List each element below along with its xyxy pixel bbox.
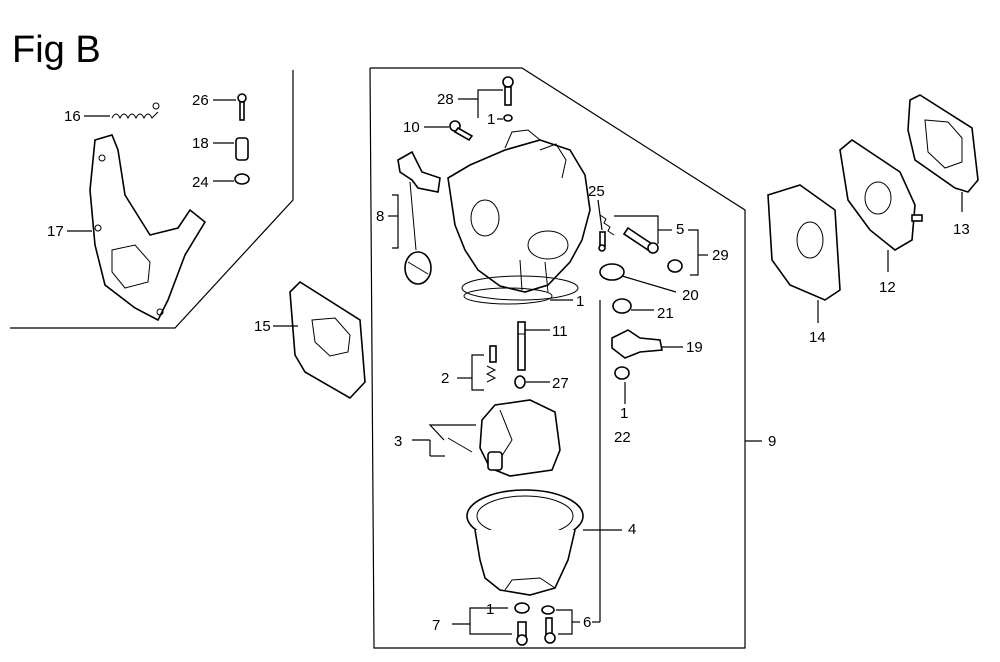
label-1-bottom: 1 <box>486 601 494 618</box>
label-19: 19 <box>686 339 703 356</box>
label-22: 22 <box>614 429 631 446</box>
part-5-pilot-screw <box>599 214 659 254</box>
label-1-ring: 1 <box>576 293 584 310</box>
part-26-pin <box>237 93 247 121</box>
carburetor-assembly-outline <box>369 67 746 649</box>
part-3-float <box>447 399 561 477</box>
label-14: 14 <box>809 329 826 346</box>
label-15: 15 <box>254 318 271 335</box>
label-1-top: 1 <box>487 111 495 128</box>
label-24: 24 <box>192 174 209 191</box>
bracket-group-outline <box>10 70 294 329</box>
label-20: 20 <box>682 287 699 304</box>
label-28: 28 <box>437 91 454 108</box>
label-10: 10 <box>403 119 420 136</box>
label-2: 2 <box>441 370 449 387</box>
label-12: 12 <box>879 279 896 296</box>
part-22-nut <box>614 366 630 380</box>
part-24-nut <box>234 173 250 185</box>
label-11: 11 <box>552 323 568 340</box>
part-25-screw <box>598 231 606 252</box>
label-6: 6 <box>583 614 591 631</box>
part-15-gasket <box>289 280 366 400</box>
part-8-choke-shaft <box>397 150 441 285</box>
figure-title: Fig B <box>12 29 101 71</box>
part-19-lever <box>611 329 663 359</box>
label-1-22: 1 <box>620 405 628 422</box>
label-17: 17 <box>47 223 64 240</box>
label-27: 27 <box>552 375 569 392</box>
carburetor-body <box>447 129 591 301</box>
part-13-gasket <box>907 94 979 193</box>
part-14-gasket <box>767 184 841 301</box>
label-3: 3 <box>394 433 402 450</box>
part-27-o-ring <box>514 375 526 389</box>
bowl-o-ring <box>463 287 553 305</box>
label-29: 29 <box>712 247 729 264</box>
label-7: 7 <box>432 617 440 634</box>
label-5-top: 5 <box>676 221 684 238</box>
label-18: 18 <box>192 135 209 152</box>
label-25: 25 <box>588 183 605 200</box>
part-12-insulator <box>839 139 923 251</box>
part-4-float-bowl <box>466 489 584 596</box>
part-29-washer <box>667 259 683 273</box>
part-11-nozzle <box>517 321 526 371</box>
label-21: 21 <box>657 305 674 322</box>
label-13: 13 <box>953 221 970 238</box>
part-6-bowl-bolt <box>541 605 556 644</box>
part-18-collar <box>235 137 249 161</box>
label-26: 26 <box>192 92 209 109</box>
label-16: 16 <box>64 108 81 125</box>
label-4: 4 <box>628 521 636 538</box>
part-20-plate <box>599 263 625 281</box>
part-17-bracket <box>89 134 207 322</box>
part-28-screw <box>502 76 514 122</box>
label-8: 8 <box>376 208 384 225</box>
part-10-screw <box>449 120 474 142</box>
label-9: 9 <box>768 433 776 450</box>
part-21-seal <box>612 298 632 314</box>
part-2-float-needle <box>485 345 497 383</box>
part-16-spring <box>111 102 160 120</box>
part-7-drain-screw <box>514 602 530 646</box>
